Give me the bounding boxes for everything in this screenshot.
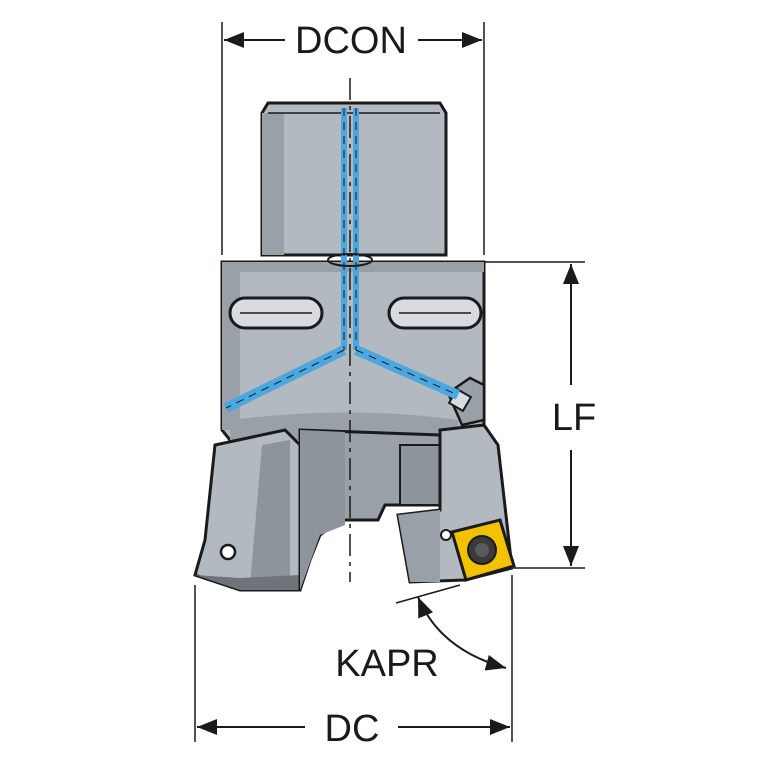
cutting-insert <box>450 518 516 582</box>
lf-dimension: LF <box>484 261 596 569</box>
dcon-dimension: DCON <box>221 20 485 255</box>
dc-dimension: DC <box>194 575 513 750</box>
coolant-channels <box>223 108 461 413</box>
left-tooth <box>193 428 302 592</box>
dcon-label: DCON <box>295 20 407 62</box>
kapr-label: KAPR <box>335 643 438 685</box>
kapr-dimension: KAPR <box>335 584 507 685</box>
left-slot <box>228 296 324 330</box>
center-pocket <box>298 428 442 591</box>
lf-label: LF <box>552 397 596 439</box>
dc-label: DC <box>325 708 380 750</box>
right-slot <box>387 296 483 330</box>
